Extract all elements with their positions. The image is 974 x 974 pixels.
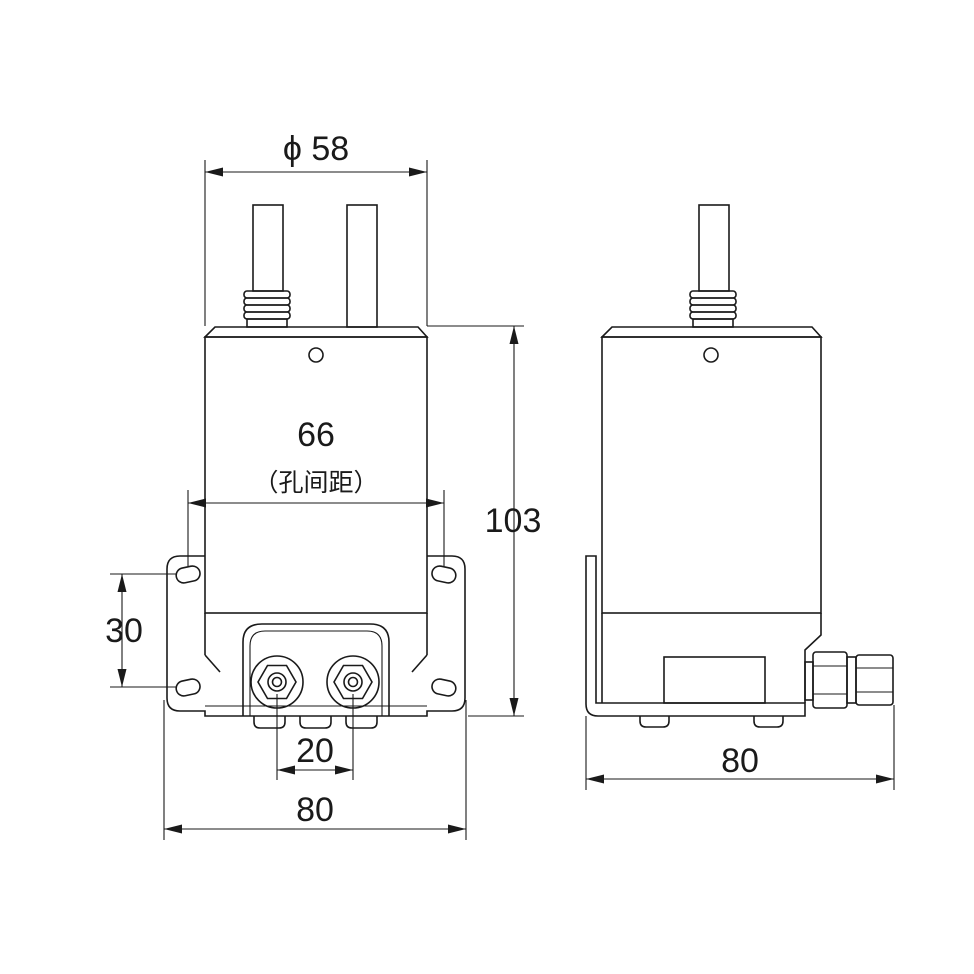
front-width-label: 80 <box>296 791 334 829</box>
dimension-vertical-pitch: 30 <box>105 573 176 688</box>
cable-strain-relief <box>243 290 291 328</box>
bottom-bolt <box>345 716 378 729</box>
bracket-slot-top-left <box>175 565 201 584</box>
side-cable <box>698 204 730 292</box>
bracket-slot-bottom-left <box>175 678 201 697</box>
bracket-slot-top-right <box>431 565 457 584</box>
side-top-lip <box>600 326 823 338</box>
hole-spacing-label: 66 <box>297 416 335 454</box>
height-label: 103 <box>485 502 542 540</box>
vertical-pitch-label: 30 <box>105 612 143 650</box>
dimension-front-width: 80 <box>163 700 467 840</box>
dimension-side-width: 80 <box>585 705 895 790</box>
front-screw-hole <box>308 347 324 363</box>
side-width-label: 80 <box>721 742 759 780</box>
front-mounting-bracket <box>166 555 466 717</box>
side-cable-strain-relief <box>689 290 737 328</box>
dimension-port-spacing: 20 <box>276 694 354 780</box>
front-top-lip <box>203 326 429 338</box>
side-screw-hole <box>703 347 719 363</box>
side-body <box>601 336 822 614</box>
dimension-hole-spacing: 66 （孔间距） <box>187 416 445 566</box>
front-cable-left <box>243 204 291 328</box>
side-l-bracket <box>585 555 806 717</box>
front-cable-right <box>346 204 378 328</box>
dimension-height: 103 <box>427 325 542 717</box>
side-view <box>585 204 894 728</box>
bottom-bolt <box>253 716 286 729</box>
port-spacing-label: 20 <box>296 732 334 770</box>
side-port-block <box>663 656 766 704</box>
side-port-fitting <box>804 651 894 709</box>
front-body <box>204 336 428 614</box>
side-bottom-bolt <box>639 716 670 728</box>
front-view <box>166 204 466 729</box>
bottom-bolt <box>299 716 332 729</box>
side-bottom-bolt <box>753 716 784 728</box>
hole-spacing-note: （孔间距） <box>253 468 378 497</box>
diameter-label: ϕ 58 <box>283 130 349 168</box>
dimension-diameter: ϕ 58 <box>204 130 428 326</box>
bracket-slot-bottom-right <box>431 678 457 697</box>
port-block <box>242 623 390 716</box>
